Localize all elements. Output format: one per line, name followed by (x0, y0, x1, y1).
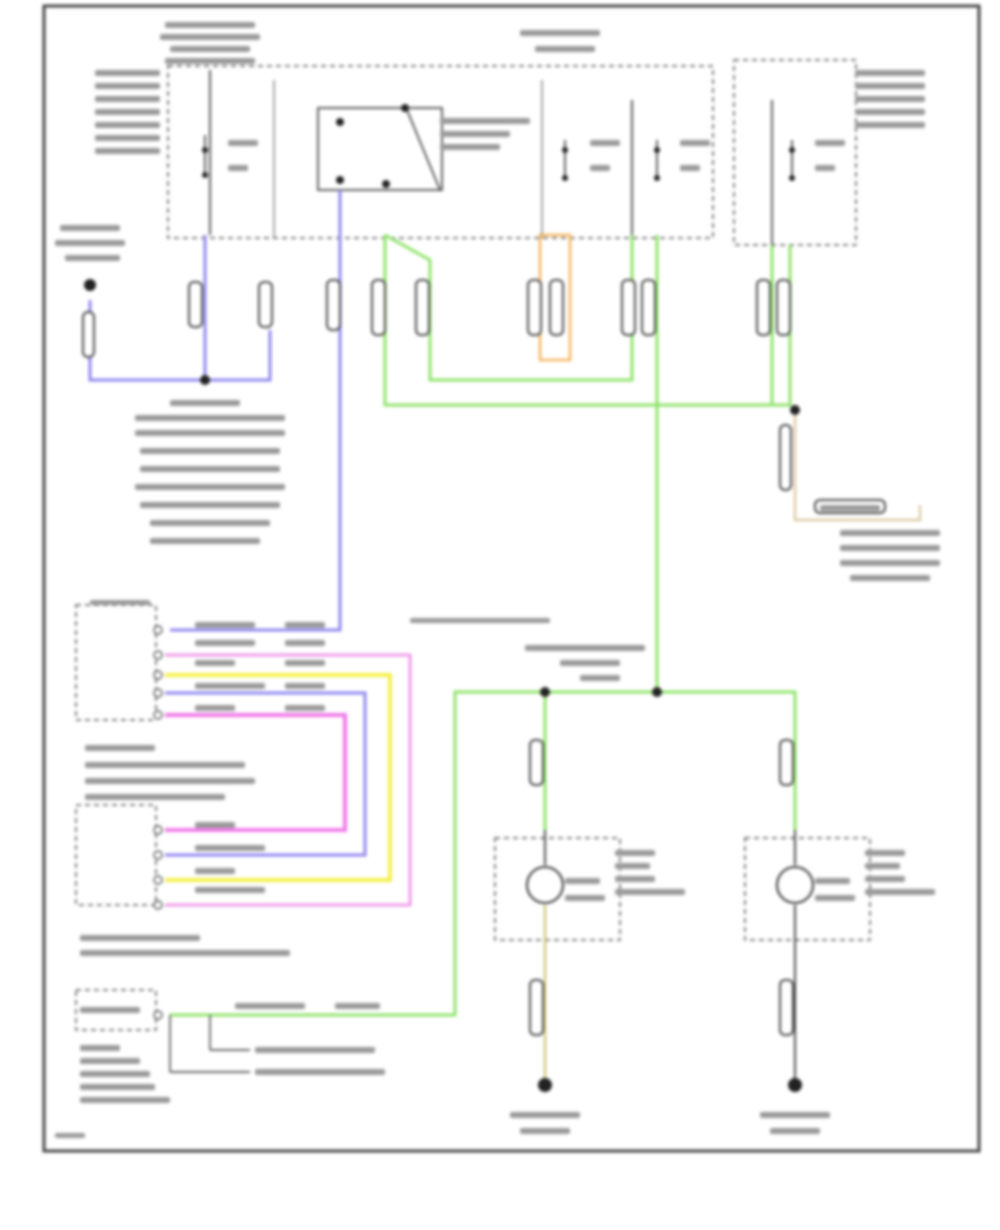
splice-point (540, 687, 550, 697)
connector-block (75, 989, 157, 1031)
connector-sleeve (549, 279, 564, 336)
connector-sleeve (529, 979, 544, 1036)
fuse (789, 140, 795, 181)
connector-sleeve (779, 424, 792, 491)
wire-violet (88, 300, 272, 382)
connector-terminal (84, 279, 96, 291)
splice-point (200, 375, 210, 385)
connector-sleeve (258, 281, 273, 328)
connector-sleeve (529, 739, 544, 786)
wire-violet (170, 190, 342, 632)
splice-point (652, 687, 662, 697)
right-lamp-assembly (744, 837, 871, 941)
connector-sleeve (82, 311, 95, 358)
connector-block (75, 604, 157, 721)
wire-magenta (165, 713, 347, 832)
connector-sleeve (621, 279, 636, 336)
pin-terminals (153, 625, 163, 1020)
ground-point-left (538, 1078, 552, 1092)
connector-sleeve (641, 279, 656, 336)
connector-sleeve (779, 979, 794, 1036)
right-lamp-bulb (776, 866, 814, 904)
connector-block (75, 804, 157, 906)
connector-sleeve (371, 279, 386, 336)
connector-sleeve (188, 281, 203, 328)
diagram-frame (42, 4, 981, 1153)
wire-tan (793, 405, 922, 522)
connector-sleeve (415, 279, 430, 336)
connector-sleeve (779, 739, 794, 786)
wire-pink (165, 653, 412, 907)
connector-sleeve (527, 279, 542, 336)
relay-terminal (382, 180, 390, 188)
left-lamp-assembly (494, 837, 621, 941)
relay-terminal (336, 176, 344, 184)
fuse (202, 135, 208, 178)
relay-switch-arm (404, 104, 441, 191)
splice-point (790, 405, 800, 415)
relay-terminal (401, 104, 409, 112)
connector-sleeve (756, 279, 771, 336)
ground-point-right (788, 1078, 802, 1092)
fuse (654, 140, 660, 181)
fuse-box-enclosure (167, 65, 714, 239)
right-component-enclosure (733, 59, 857, 246)
left-lamp-bulb (526, 866, 564, 904)
wire-violet (165, 691, 367, 857)
wire-yellow (165, 673, 392, 882)
fuse (562, 140, 568, 181)
relay-terminal (336, 118, 344, 126)
connector-sleeve (326, 279, 341, 331)
wire-green (170, 690, 797, 1017)
connector-sleeve (776, 279, 791, 336)
illegible-labels (55, 22, 940, 1138)
